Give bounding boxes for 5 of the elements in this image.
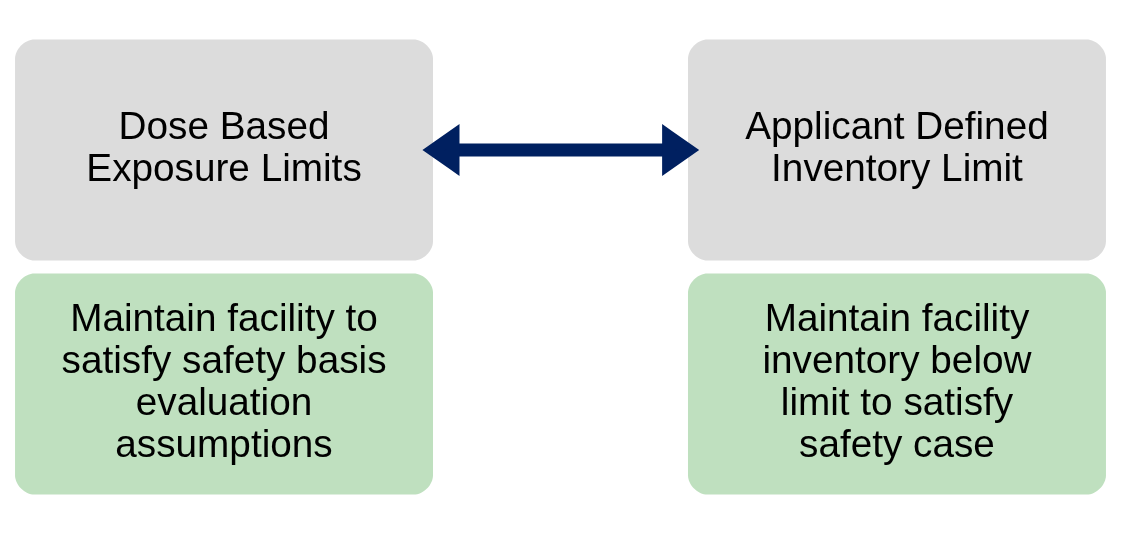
arrow: [422, 124, 700, 176]
node-box: Dose Based Exposure Limits: [15, 39, 433, 261]
node-box: Maintain facility inventory below limit to satisfy safety case: [688, 273, 1106, 495]
node-box: Maintain facility to satisfy safety basis evaluation assumptions: [15, 273, 433, 495]
node-box: Applicant Defined Inventory Limit: [688, 39, 1106, 261]
